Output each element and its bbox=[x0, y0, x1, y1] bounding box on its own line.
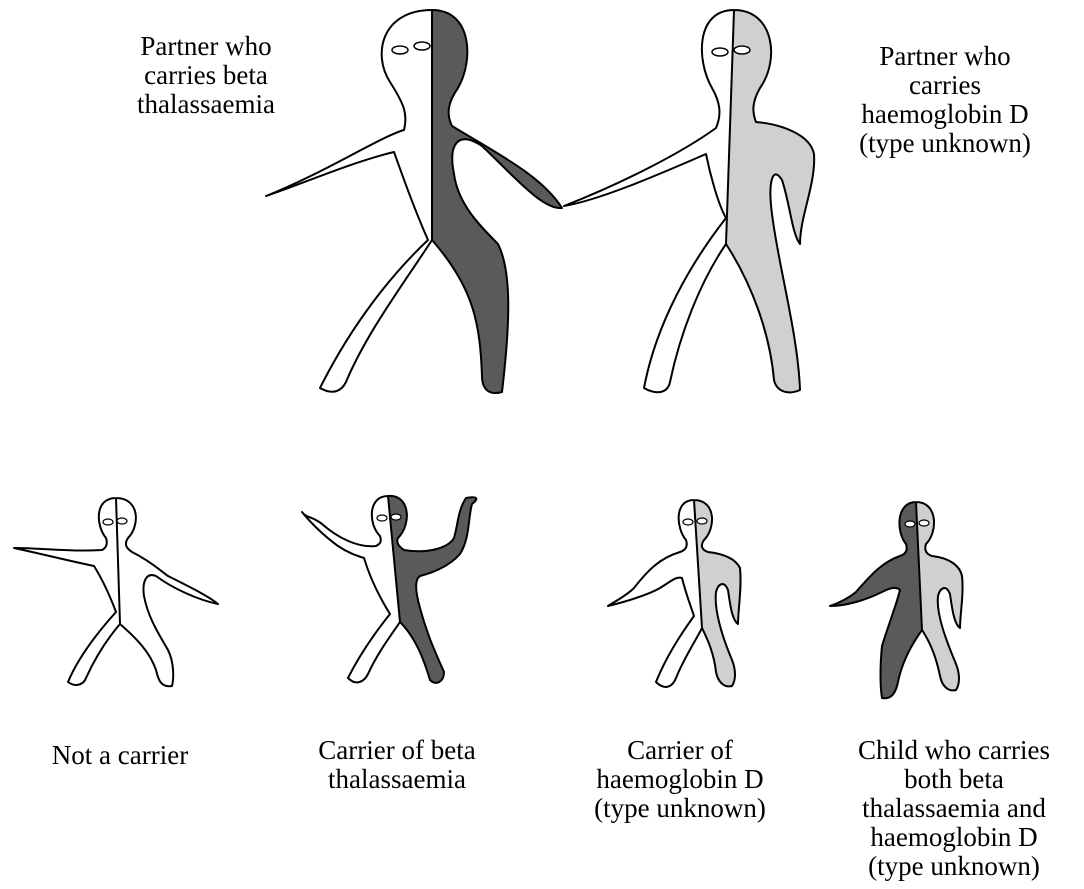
label-line: haemoglobin D bbox=[560, 765, 800, 794]
label-line: Not a carrier bbox=[20, 741, 220, 770]
label-line: thalassaemia and bbox=[826, 794, 1082, 823]
eye-icon bbox=[414, 42, 430, 50]
label-line: Child who carries bbox=[826, 736, 1082, 765]
eye-icon bbox=[117, 518, 127, 524]
eye-icon bbox=[734, 46, 750, 54]
label-line: (type unknown) bbox=[826, 852, 1082, 881]
parent-beta-label: Partner who carries beta thalassaemia bbox=[108, 32, 304, 119]
eye-icon bbox=[683, 519, 693, 525]
label-line: (type unknown) bbox=[560, 794, 800, 823]
parent-beta-figure bbox=[262, 4, 572, 404]
figure-right-half bbox=[116, 498, 218, 686]
label-line: Partner who bbox=[108, 32, 304, 61]
eye-icon bbox=[697, 518, 707, 524]
parent-hbd-left-half bbox=[564, 10, 734, 392]
eye-icon bbox=[712, 48, 728, 56]
figure-right-half bbox=[694, 500, 741, 686]
label-line: haemoglobin D bbox=[826, 823, 1082, 852]
child-figure-not-carrier bbox=[12, 492, 222, 692]
eye-icon bbox=[391, 514, 401, 520]
child-label-both-carrier: Child who carries both beta thalassaemia… bbox=[826, 736, 1082, 881]
child-label-hbd-carrier: Carrier of haemoglobin D (type unknown) bbox=[560, 736, 800, 823]
label-line: carries bbox=[820, 71, 1070, 100]
label-line: Carrier of beta bbox=[282, 736, 512, 765]
eye-icon bbox=[392, 46, 408, 54]
child-figure-both-carrier bbox=[826, 496, 996, 702]
figure-right-half bbox=[388, 496, 476, 683]
child-label-beta-carrier: Carrier of beta thalassaemia bbox=[282, 736, 512, 794]
label-line: both beta bbox=[826, 765, 1082, 794]
parent-hbd-figure bbox=[560, 4, 850, 404]
parent-hbd-label: Partner who carries haemoglobin D (type … bbox=[820, 42, 1070, 158]
label-line: haemoglobin D bbox=[820, 100, 1070, 129]
eye-icon bbox=[103, 519, 113, 525]
eye-icon bbox=[919, 520, 929, 526]
eye-icon bbox=[905, 521, 915, 527]
label-line: thalassaemia bbox=[108, 90, 304, 119]
label-line: Carrier of bbox=[560, 736, 800, 765]
eye-icon bbox=[377, 515, 387, 521]
figure-left-half bbox=[608, 500, 702, 687]
label-line: Partner who bbox=[820, 42, 1070, 71]
label-line: carries beta bbox=[108, 61, 304, 90]
figure-left-half bbox=[302, 496, 400, 682]
child-figure-hbd-carrier bbox=[604, 494, 774, 694]
label-line: thalassaemia bbox=[282, 765, 512, 794]
child-figure-beta-carrier bbox=[298, 488, 508, 692]
child-label-not-carrier: Not a carrier bbox=[20, 741, 220, 770]
figure-left-half bbox=[14, 498, 120, 685]
label-line: (type unknown) bbox=[820, 129, 1070, 158]
